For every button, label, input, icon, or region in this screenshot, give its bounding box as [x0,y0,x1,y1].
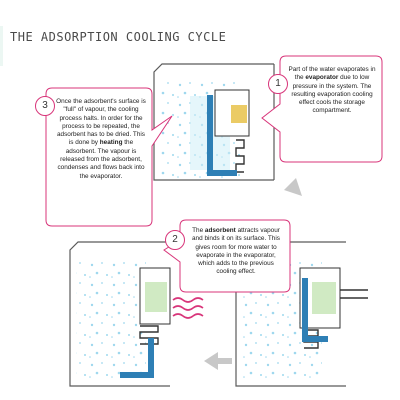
condenser-coil-1 [235,139,245,173]
adsorbent-bed-1 [231,105,247,123]
fridge-unit-2 [69,240,204,387]
fridge-unit-1 [153,63,275,181]
condenser-coil-2 [139,325,159,345]
bubble-2-outline [163,219,291,293]
evaporator-base-2 [120,372,154,378]
cabinet-2-outline [69,241,170,387]
bubble-1-outline [261,55,383,163]
bubble-3-outline [45,87,173,227]
arrow-left [204,352,232,370]
evaporator-pipe-3 [302,278,308,338]
step-number-1: 1 [268,74,288,94]
evaporator-base-3 [302,336,328,342]
arrow-right-down [284,178,302,196]
step-number-2: 2 [165,230,185,250]
step-3-text: Once the adsorbent's surface is "full" o… [56,98,146,180]
keyword-evaporator: evaporator [305,74,339,82]
diagram-title: THE ADSORPTION COOLING CYCLE [10,30,227,44]
adsorbent-bed-2 [145,282,167,312]
evaporator-pipe-2 [148,338,154,378]
keyword-heating: heating [99,139,123,147]
step-number-3: 3 [35,96,55,116]
heat-waves [172,297,204,319]
compartment-2 [76,258,146,382]
evaporator-base-1 [207,170,237,176]
evaporator-pipe-1 [207,95,213,175]
step-1-text: Part of the water evaporates in the evap… [288,66,376,115]
keyword-adsorbent: adsorbent [204,227,236,234]
step-2-text: The adsorbent attracts vapour and binds … [192,227,280,276]
hanger-rods-3 [340,289,368,299]
title-accent-bar [0,26,3,66]
adsorbent-bed-3 [312,282,336,314]
